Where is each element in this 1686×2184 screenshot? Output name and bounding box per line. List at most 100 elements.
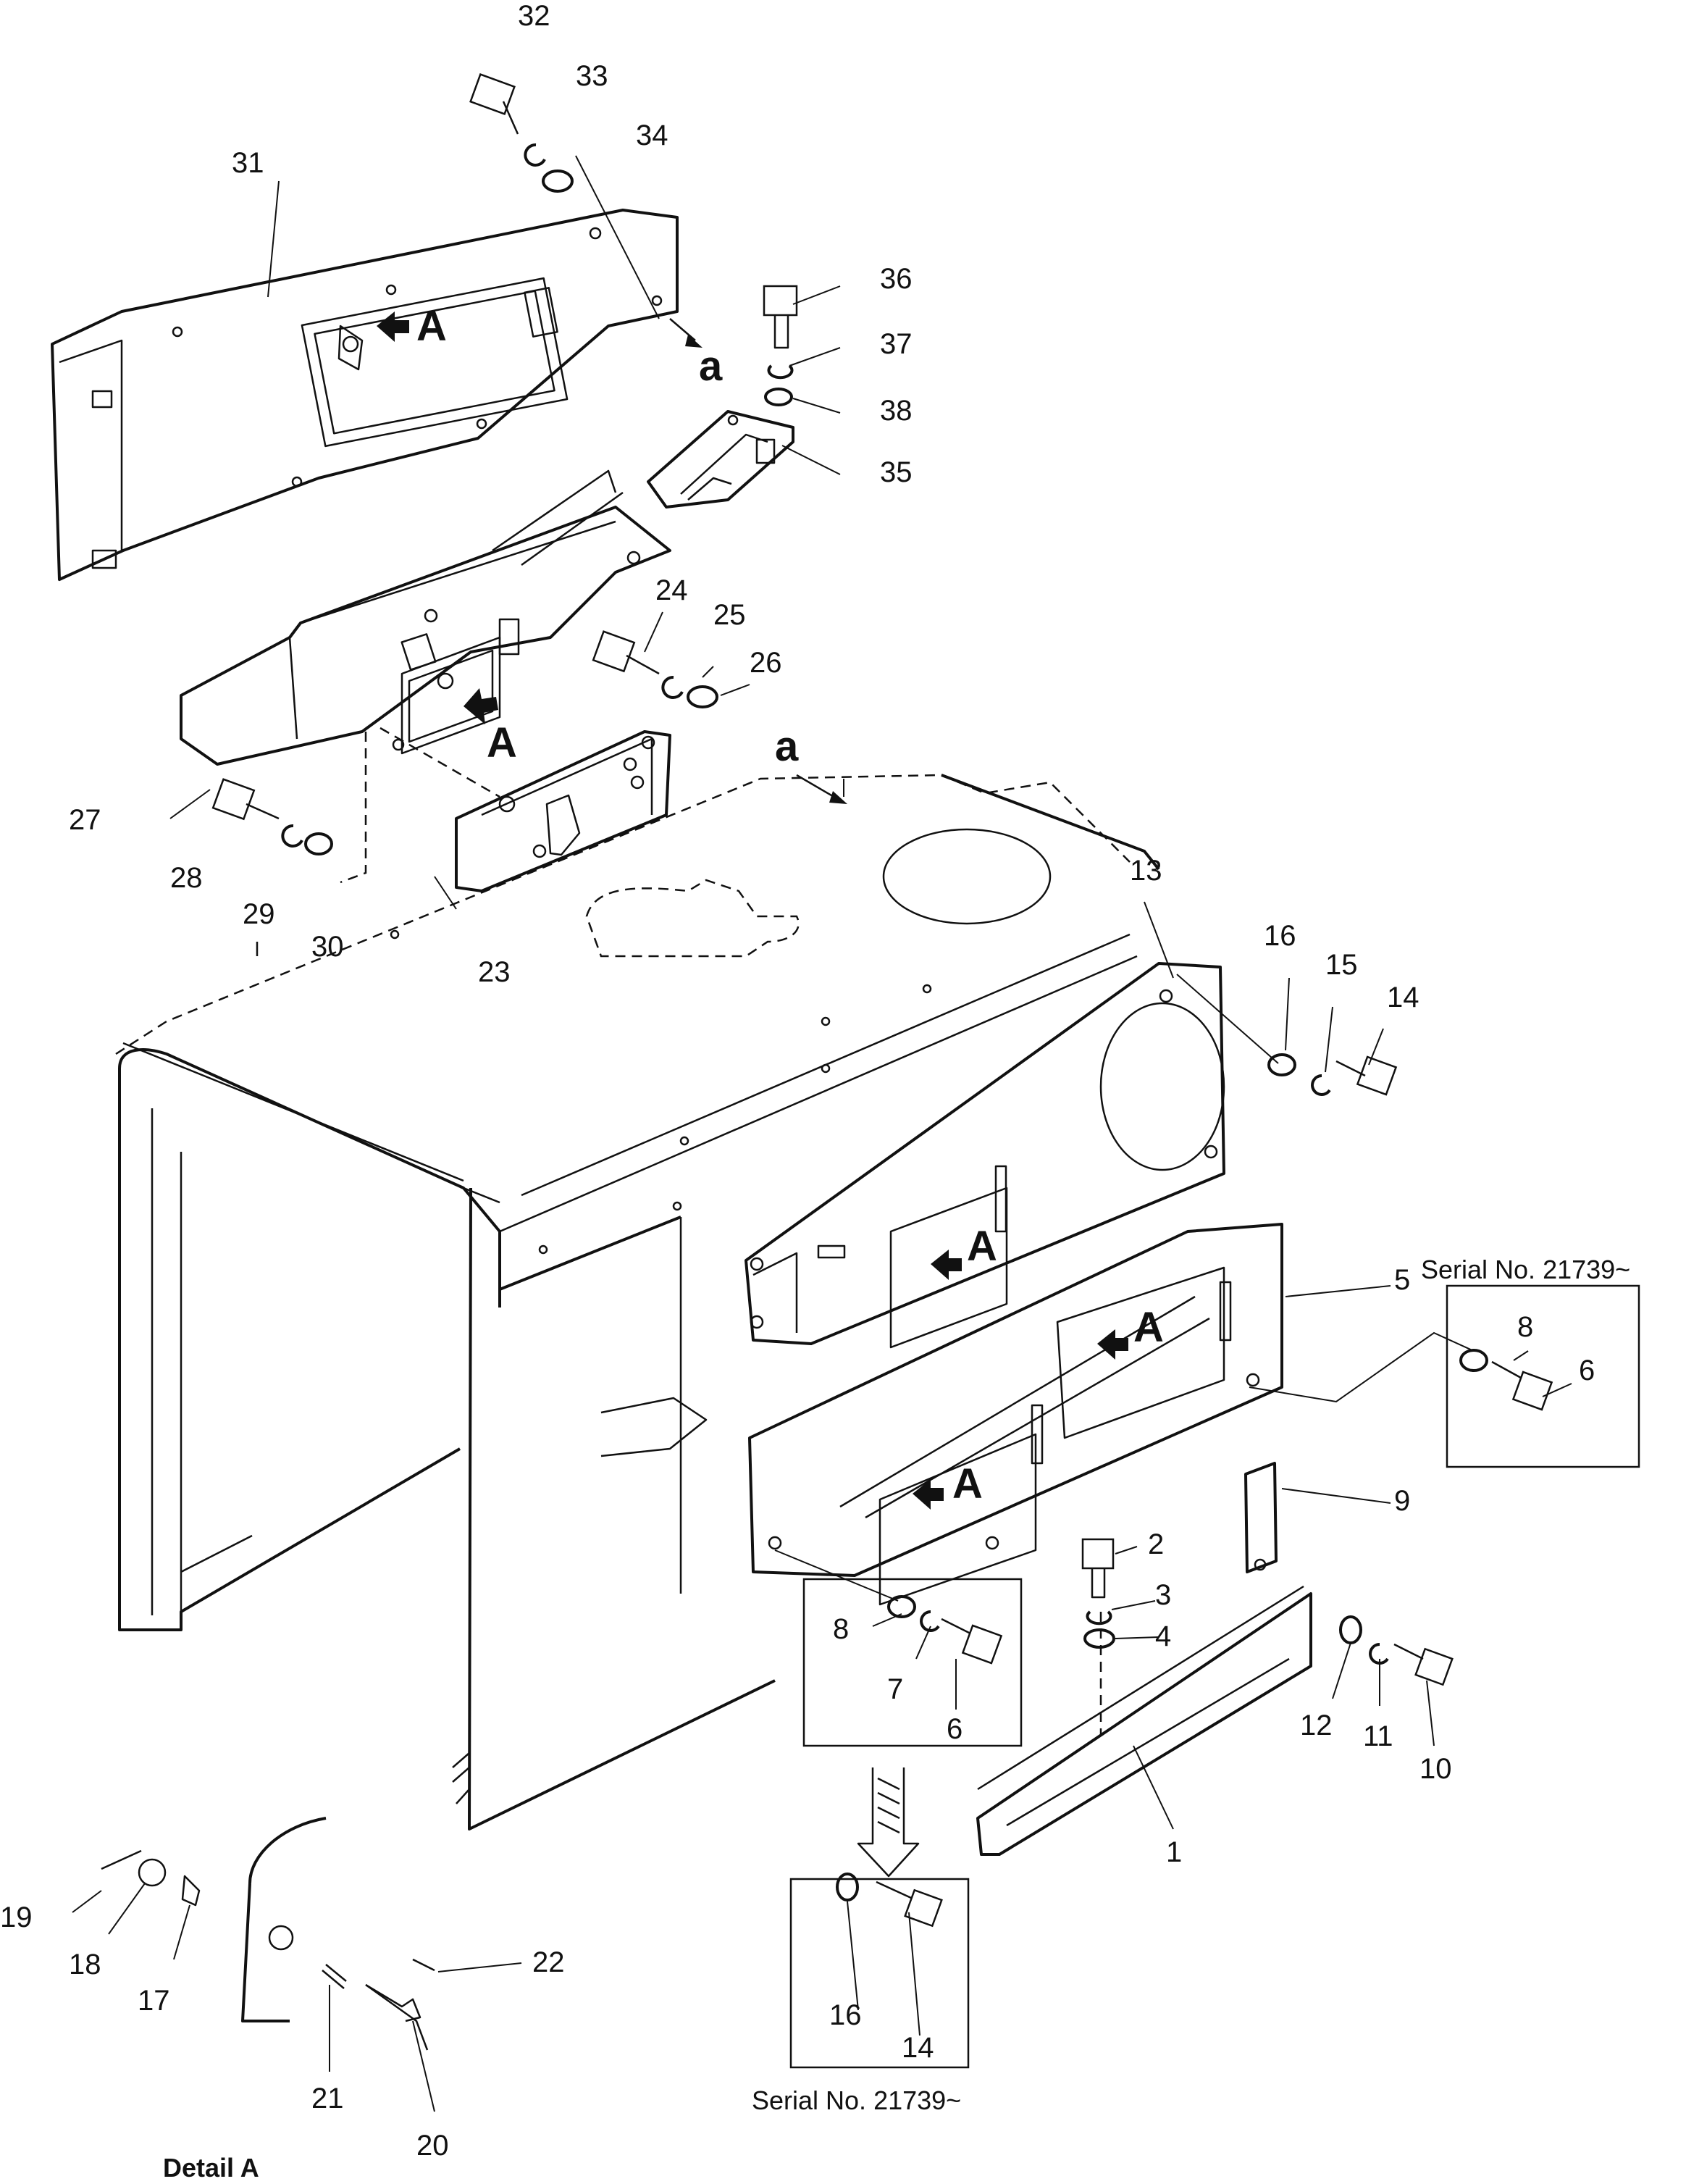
part-label-4: 4 (1155, 1620, 1171, 1652)
part-label-8-upper: 8 (1517, 1311, 1533, 1343)
view-arrow-a-5-left: A (913, 1460, 983, 1510)
part-label-3: 3 (1155, 1579, 1171, 1611)
part-label-6-lower: 6 (947, 1713, 962, 1745)
part-label-19: 19 (0, 1901, 33, 1933)
part-label-34: 34 (636, 120, 668, 151)
part-labels: 32 33 34 31 36 37 38 35 24 25 26 27 28 2… (0, 0, 1630, 2183)
part-label-10: 10 (1419, 1753, 1452, 1785)
part-label-38: 38 (880, 395, 913, 427)
leader-lines (72, 155, 1572, 2112)
part-label-11: 11 (1363, 1720, 1393, 1752)
washer-8a (1459, 1349, 1488, 1372)
part-label-17: 17 (138, 1985, 170, 2017)
part-label-16: 16 (1264, 920, 1296, 952)
part-label-35: 35 (880, 456, 913, 488)
part-label-30: 30 (311, 931, 344, 963)
cover-31 (51, 209, 679, 581)
washer-25 (661, 675, 684, 699)
plate-23 (340, 727, 671, 892)
serial-boxes (789, 1284, 1640, 2069)
part-label-27: 27 (69, 804, 101, 836)
part-label-28: 28 (170, 862, 203, 894)
part-label-23: 23 (478, 956, 511, 988)
strip-9 (1244, 1462, 1278, 1573)
washer-38 (764, 388, 793, 406)
part-label-29: 29 (243, 898, 275, 930)
part-label-6-upper: 6 (1579, 1355, 1595, 1386)
washer-16 (1267, 1053, 1296, 1076)
part-label-13: 13 (1130, 855, 1162, 887)
down-arrow (857, 1767, 920, 1878)
serial-note-lower: Serial No. 21739~ (752, 2085, 961, 2115)
bolt-14b (876, 1880, 943, 1928)
serial-box-middle (802, 1578, 1023, 1747)
view-arrow-a-13: A (931, 1223, 997, 1280)
washer-26 (687, 685, 718, 708)
bolt-2 (1081, 1538, 1115, 1599)
washer-34 (542, 170, 574, 193)
reference-a-lower: a (775, 723, 799, 770)
view-arrows: A A A A A (377, 303, 1164, 1510)
part-label-14: 14 (1387, 982, 1419, 1013)
view-label-a-13: A (967, 1223, 997, 1270)
part-label-14-lower: 14 (902, 2032, 934, 2064)
hood-body (115, 774, 1160, 1831)
part-label-24: 24 (655, 574, 688, 606)
serial-box-lower (789, 1878, 970, 2069)
part-label-2: 2 (1148, 1528, 1164, 1560)
bolt-20 (365, 1983, 422, 2022)
part-label-25: 25 (713, 599, 746, 631)
washer-16b (836, 1873, 859, 1901)
part-label-22: 22 (532, 1946, 565, 1978)
fasteners (211, 73, 1553, 2022)
serial-note-upper: Serial No. 21739~ (1421, 1255, 1630, 1284)
washer-11 (1369, 1643, 1389, 1665)
washer-4 (1083, 1628, 1115, 1649)
view-label-a-27: A (487, 719, 517, 766)
part-label-9: 9 (1394, 1485, 1410, 1517)
washer-15 (1311, 1074, 1331, 1096)
bolt-10 (1393, 1643, 1454, 1686)
bolt-28 (211, 778, 280, 821)
view-label-a-5-right: A (1133, 1304, 1164, 1351)
lower-cover-1 (976, 1585, 1312, 1856)
part-label-5: 5 (1394, 1264, 1410, 1296)
door-panel-5 (748, 1165, 1283, 1606)
washer-33 (524, 143, 546, 167)
detail-a-title: Detail A (163, 2153, 259, 2183)
washer-37 (767, 364, 794, 380)
view-arrow-a-5-right: A (1097, 1304, 1164, 1360)
washer-29 (281, 824, 303, 848)
view-arrow-a-27: A (464, 688, 517, 766)
part-label-31: 31 (232, 147, 264, 179)
part-label-15: 15 (1325, 949, 1358, 981)
washer-12 (1339, 1615, 1362, 1644)
bolt-32 (469, 73, 519, 135)
view-label-a-31: A (416, 303, 447, 350)
cover-27 (180, 469, 671, 766)
part-label-20: 20 (416, 2130, 449, 2162)
reference-a-upper: a (699, 343, 723, 390)
serial-box-upper (1446, 1284, 1640, 1468)
part-label-26: 26 (750, 647, 782, 679)
part-label-12: 12 (1300, 1710, 1333, 1741)
part-label-8-lower: 8 (833, 1613, 849, 1645)
bolt-6b (941, 1618, 1003, 1665)
bracket-35 (647, 410, 794, 509)
detail-a-parts (101, 1817, 435, 2051)
washer-8b (887, 1595, 916, 1618)
part-label-21: 21 (311, 2083, 344, 2114)
part-label-18: 18 (69, 1949, 101, 1980)
bolt-6a (1491, 1360, 1553, 1411)
view-label-a-5-left: A (952, 1460, 983, 1507)
bolt-36 (763, 285, 798, 349)
part-label-7: 7 (887, 1673, 903, 1705)
part-label-36: 36 (880, 263, 913, 295)
part-label-32: 32 (518, 0, 550, 32)
washer-3 (1086, 1610, 1112, 1626)
part-label-33: 33 (576, 60, 608, 92)
bolt-24 (592, 630, 660, 675)
part-label-16-lower: 16 (829, 1999, 862, 2031)
bolt-14 (1335, 1055, 1398, 1096)
